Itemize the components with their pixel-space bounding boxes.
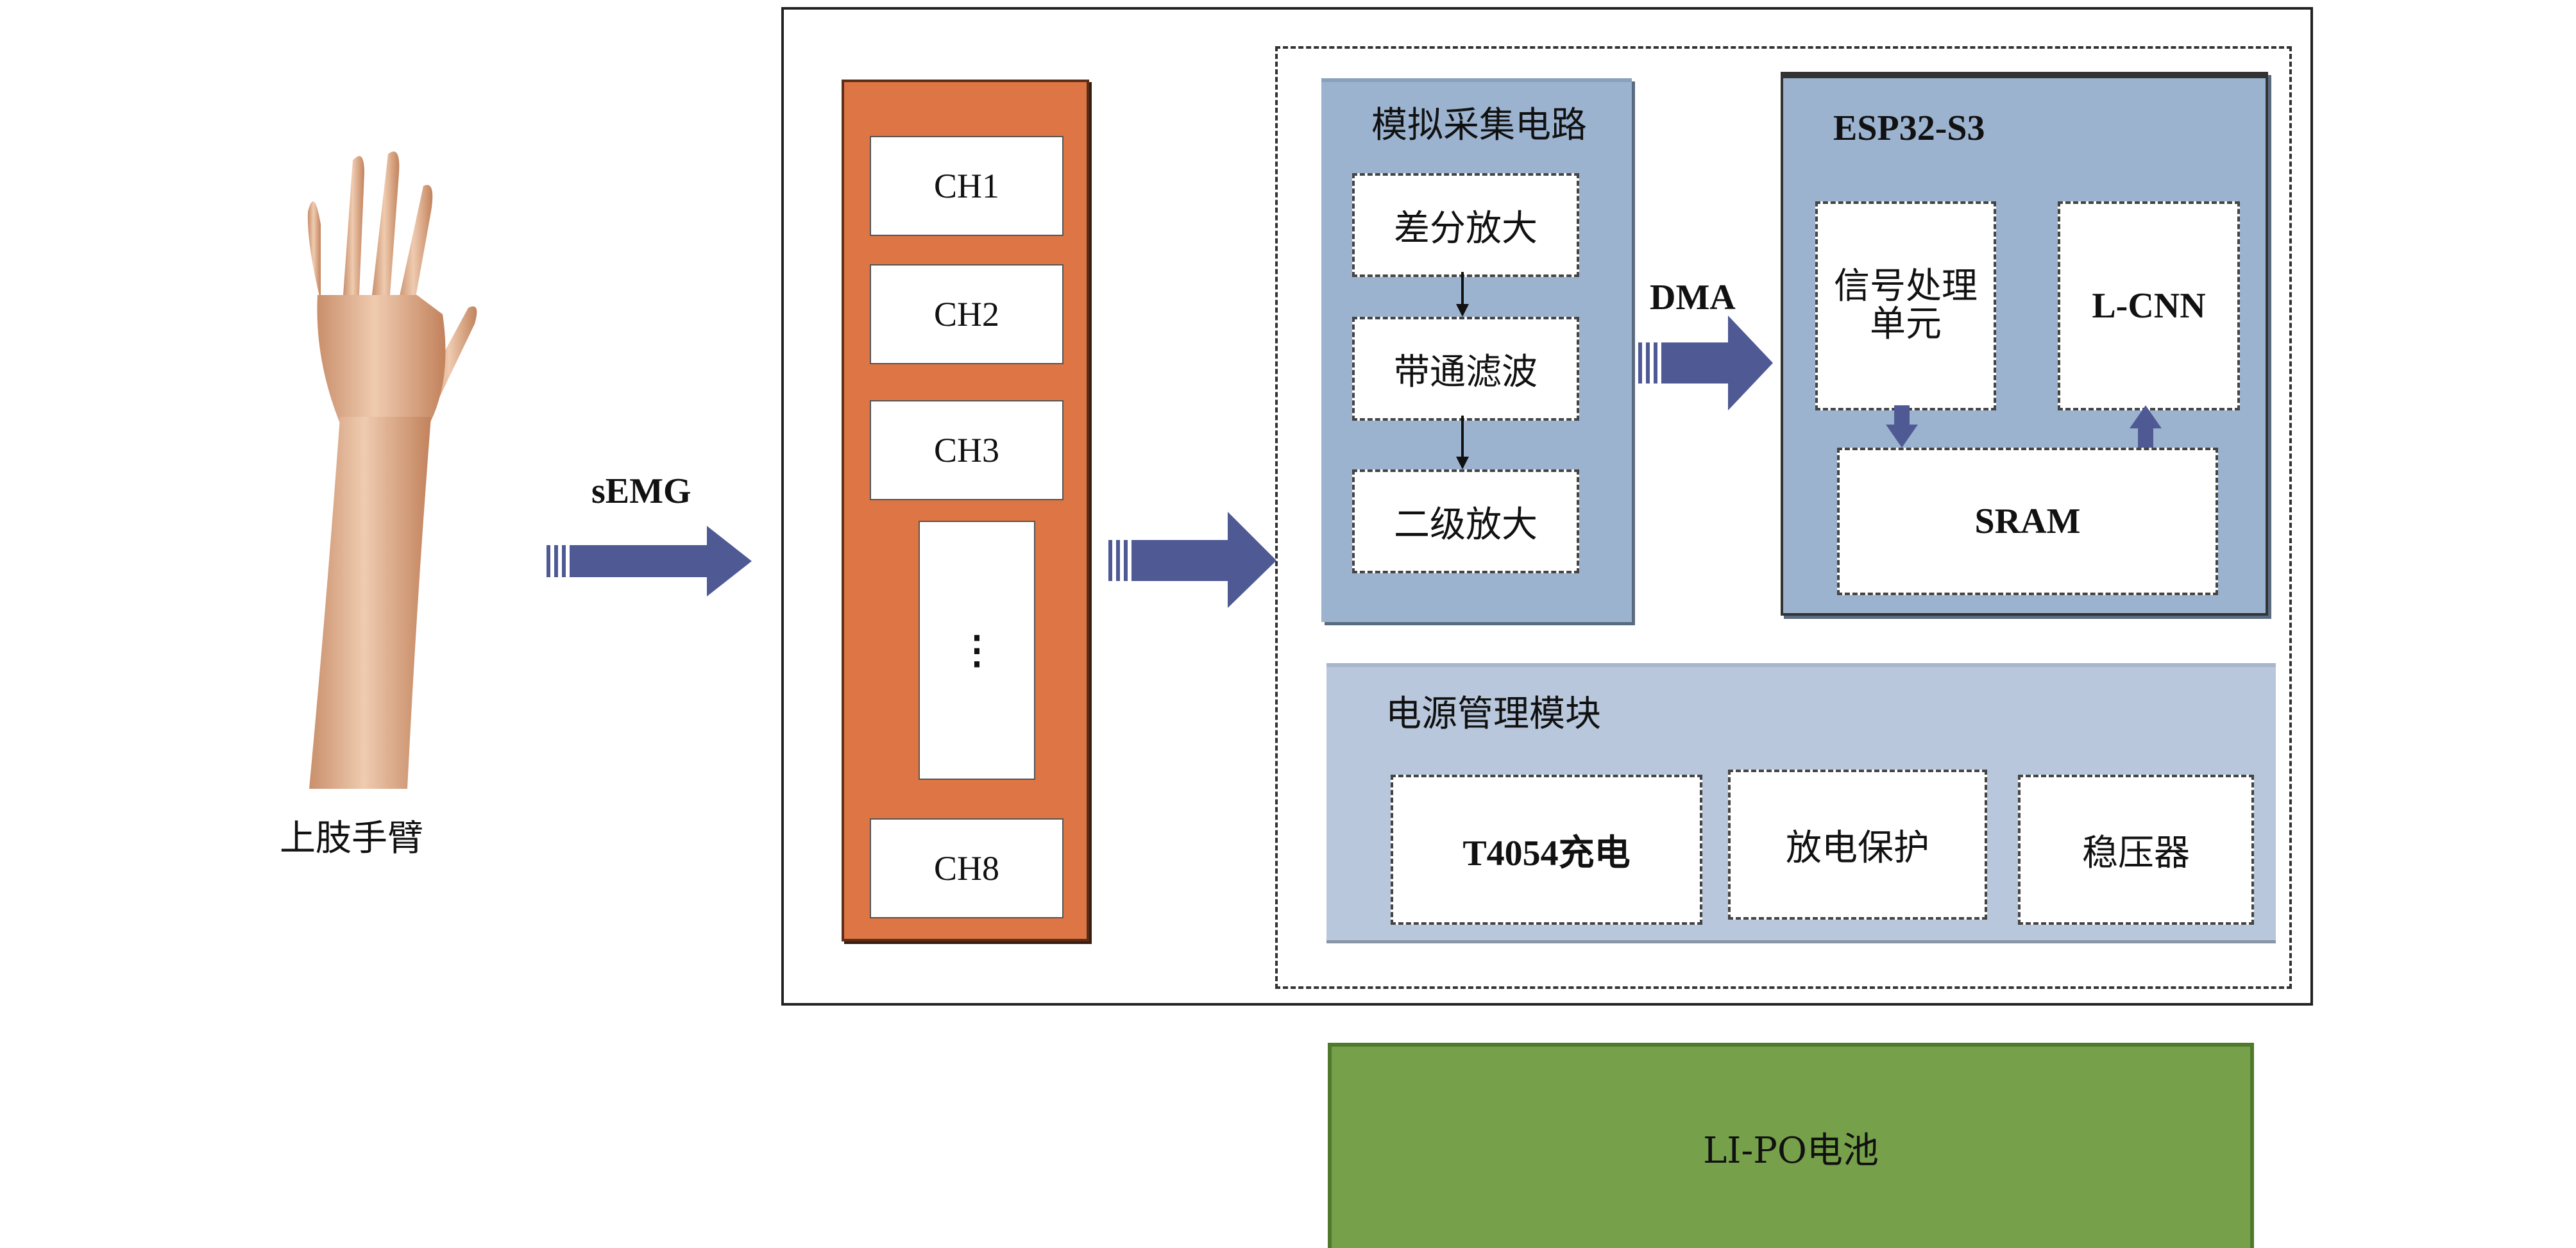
semg-label: sEMG — [591, 471, 691, 511]
discharge-protect-box: 放电保护 — [1728, 770, 1987, 920]
channel-ch2: CH2 — [870, 264, 1063, 364]
channel-ch1: CH1 — [870, 136, 1063, 236]
channel-to-circuit-arrow — [1108, 512, 1276, 608]
regulator-box: 稳压器 — [2018, 775, 2254, 925]
channel-ellipsis: ⋮ — [919, 521, 1035, 780]
signal-processing-label: 信号处理 单元 — [1834, 266, 1978, 345]
arm-label: 上肢手臂 — [280, 818, 423, 859]
battery-label: LI-PO电池 — [1703, 1129, 1879, 1172]
flow-arrow-2 — [1456, 416, 1469, 469]
dma-arrow — [1638, 316, 1773, 410]
signal-processing-unit: 信号处理 单元 — [1815, 201, 1996, 410]
dma-label: DMA — [1650, 278, 1736, 317]
charger-box: T4054充电 — [1391, 775, 1702, 925]
power-title: 电源管理模块 — [1385, 693, 1601, 735]
sram-to-lcnn-arrow — [2130, 405, 2162, 448]
analog-title: 模拟采集电路 — [1371, 105, 1587, 146]
flow-arrow-1 — [1456, 272, 1469, 317]
second-amp-box: 二级放大 — [1352, 469, 1579, 573]
channel-ch8: CH8 — [870, 818, 1063, 918]
lcnn-box: L-CNN — [2058, 201, 2240, 410]
upper-limb-arm-image — [307, 151, 477, 789]
power-management-panel: 电源管理模块 T4054充电 放电保护 稳压器 — [1326, 663, 2276, 940]
processing-dashed-box — [1275, 46, 2292, 989]
bandpass-filter-box: 带通滤波 — [1352, 317, 1579, 421]
esp32-panel: ESP32-S3 信号处理 单元 L-CNN SRAM — [1781, 72, 2268, 616]
unit-to-sram-arrow — [1886, 405, 1918, 448]
differential-amp-box: 差分放大 — [1352, 173, 1579, 277]
esp32-title: ESP32-S3 — [1833, 108, 1985, 148]
analog-acquisition-panel: 模拟采集电路 差分放大 带通滤波 二级放大 — [1321, 78, 1632, 622]
lipo-battery: LI-PO电池 — [1332, 1043, 2250, 1248]
channel-ch3: CH3 — [870, 400, 1063, 500]
sram-box: SRAM — [1837, 448, 2218, 595]
semg-arrow — [547, 526, 752, 596]
channel-column: CH1 CH2 CH3 ⋮ CH8 — [842, 80, 1089, 941]
